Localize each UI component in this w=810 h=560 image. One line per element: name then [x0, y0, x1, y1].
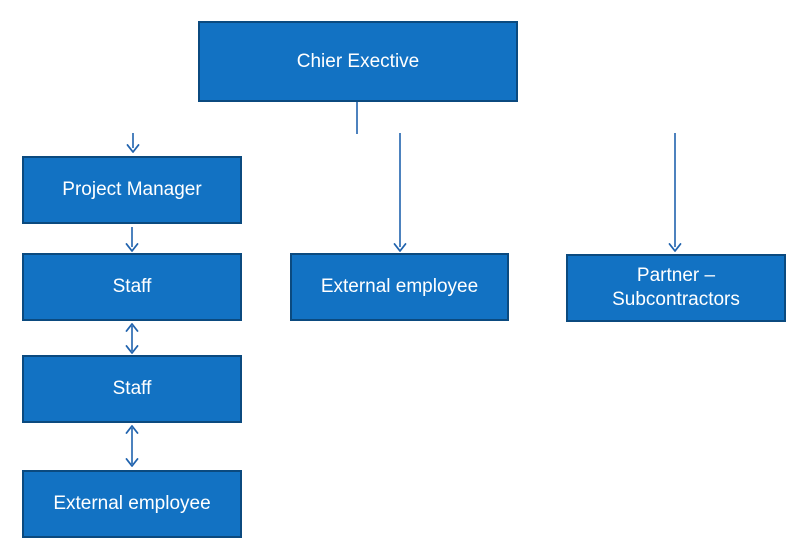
arrowhead-down-staff-top: [125, 243, 139, 252]
arrowhead-down-project-manager: [126, 144, 140, 153]
node-chief-executive: Chier Exective: [198, 21, 518, 102]
node-external-employee-center: External employee: [290, 253, 509, 321]
arrowhead-down-staff-link: [125, 345, 139, 354]
arrowhead-down-partner: [668, 243, 682, 252]
node-staff-bottom: Staff: [22, 355, 242, 423]
arrowhead-down-external-center: [393, 243, 407, 252]
node-project-manager: Project Manager: [22, 156, 242, 224]
node-partner-subcontractors: Partner – Subcontractors: [566, 254, 786, 322]
node-external-employee-left: External employee: [22, 470, 242, 538]
node-staff-top: Staff: [22, 253, 242, 321]
arrowhead-down-external-link: [125, 458, 139, 467]
arrowhead-up-external-link: [125, 425, 139, 434]
arrowhead-up-staff-link: [125, 323, 139, 332]
